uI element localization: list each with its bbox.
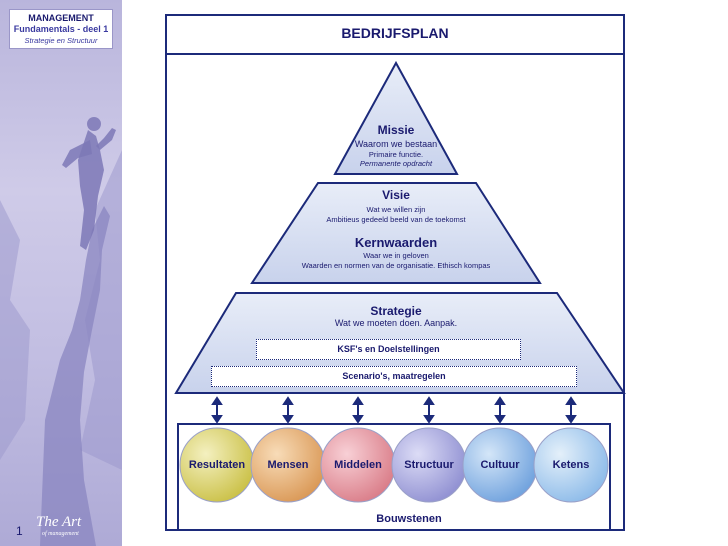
page-number: 1: [16, 524, 23, 538]
kernwaarden-line1: Waar we in geloven: [363, 251, 429, 260]
building-block-circles: [179, 427, 609, 503]
kernwaarden-line2: Waarden en normen van de organisatie. Et…: [301, 261, 491, 270]
block-label-middelen: Middelen: [334, 459, 382, 471]
scenarios-maatregelen-box: Scenario's, maatregelen: [211, 366, 577, 387]
building-block-ketens: [533, 427, 609, 503]
visie-line1: Wat we willen zijn: [366, 205, 426, 214]
kernwaarden-title: Kernwaarden: [354, 235, 438, 250]
missie-line2: Primaire functie.: [368, 150, 424, 159]
course-title-line1: MANAGEMENT: [28, 13, 94, 23]
block-label-cultuur: Cultuur: [480, 459, 520, 471]
logo: The Art of management: [36, 514, 106, 542]
missie-line3: Permanente opdracht: [359, 159, 433, 168]
title-divider: [167, 53, 623, 55]
visie-title: Visie: [382, 188, 410, 202]
course-title-line2: Fundamentals - deel 1: [13, 24, 109, 34]
visie-kernwaarden-tier: [250, 182, 542, 284]
double-arrow-icon: [211, 396, 223, 424]
block-label-mensen: Mensen: [267, 459, 309, 471]
double-arrow-icon: [352, 396, 364, 424]
logo-line2: of management: [42, 531, 79, 537]
missie-line1: Waarom we bestaan: [354, 139, 438, 149]
strategie-line1: Wat we moeten doen. Aanpak.: [334, 318, 458, 328]
double-arrow-icon: [494, 396, 506, 424]
double-arrow-icon: [565, 396, 577, 424]
page-title: BEDRIJFSPLAN: [341, 25, 449, 41]
missie-tier: [333, 60, 459, 175]
logo-line1: The Art: [36, 514, 82, 530]
sidebar: MANAGEMENT Fundamentals - deel 1 Strateg…: [0, 0, 122, 546]
course-title-box: MANAGEMENT Fundamentals - deel 1 Strateg…: [9, 9, 113, 49]
block-label-resultaten: Resultaten: [188, 459, 246, 471]
double-arrow-icon: [282, 396, 294, 424]
block-label-structuur: Structuur: [404, 459, 454, 471]
ksf-doelstellingen-box: KSF's en Doelstellingen: [256, 339, 521, 360]
visie-line2: Ambitieus gedeeld beeld van de toekomst: [326, 215, 466, 224]
climber-silhouette-image: [0, 117, 122, 546]
block-label-ketens: Ketens: [552, 459, 590, 471]
course-title-line3: Strategie en Structuur: [24, 36, 98, 45]
missie-title: Missie: [377, 123, 415, 137]
strategie-title: Strategie: [370, 304, 422, 318]
bouwstenen-label: Bouwstenen: [376, 513, 442, 525]
double-arrow-icon: [423, 396, 435, 424]
connector-arrows: [211, 396, 577, 424]
